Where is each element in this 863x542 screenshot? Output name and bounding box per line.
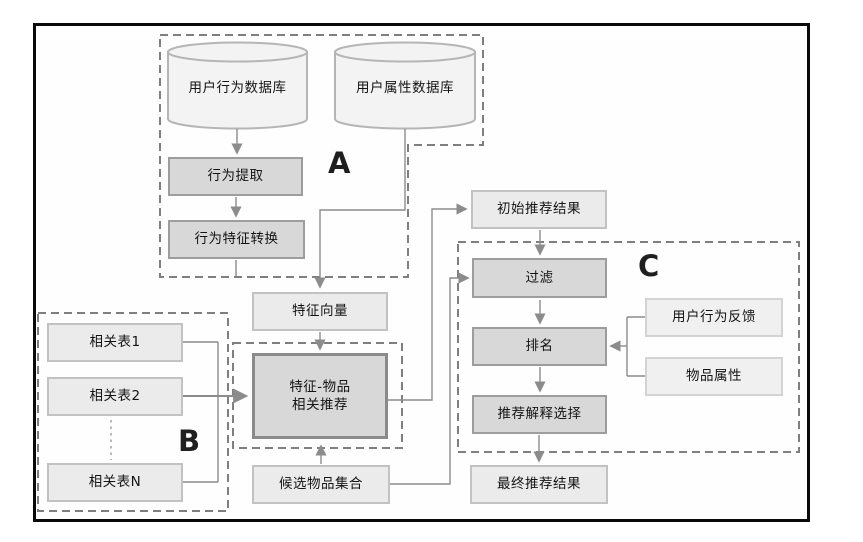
- node-behavior-feature-convert: 行为特征转换: [168, 220, 305, 259]
- group-a-outline: [159, 34, 484, 278]
- node-initial-result: 初始推荐结果: [471, 190, 607, 229]
- connector-arrows: [183, 129, 645, 485]
- feature-item-line2: 相关推荐: [292, 397, 348, 413]
- node-final-result: 最终推荐结果: [470, 465, 608, 504]
- group-label-a: A: [328, 146, 351, 180]
- group-c-outline: [457, 241, 800, 453]
- node-related-table-n: 相关表N: [47, 463, 183, 502]
- group-label-b: B: [178, 424, 201, 458]
- feature-item-line1: 特征-物品: [289, 378, 351, 395]
- node-feature-item-recommend: 特征-物品 相关推荐: [252, 353, 388, 439]
- node-filter: 过滤: [472, 258, 607, 298]
- node-explain-select: 推荐解释选择: [472, 395, 607, 434]
- database-cylinder-attribute: [334, 41, 476, 130]
- feature-item-outline: [232, 342, 403, 449]
- node-related-table-2: 相关表2: [47, 377, 183, 416]
- node-user-feedback: 用户行为反馈: [645, 298, 783, 337]
- node-related-table-1: 相关表1: [47, 323, 183, 362]
- node-feature-vector: 特征向量: [252, 292, 388, 331]
- node-ranking: 排名: [472, 327, 607, 366]
- group-b-outline: [37, 312, 229, 512]
- node-candidate-items: 候选物品集合: [252, 465, 390, 504]
- database-cylinder-behavior: [167, 41, 308, 130]
- node-user-behavior-db: 用户行为数据库: [188, 79, 287, 96]
- group-label-c: C: [638, 249, 660, 283]
- node-behavior-extract: 行为提取: [168, 157, 303, 196]
- node-user-attribute-db: 用户属性数据库: [356, 79, 454, 96]
- node-item-attribute: 物品属性: [645, 357, 783, 396]
